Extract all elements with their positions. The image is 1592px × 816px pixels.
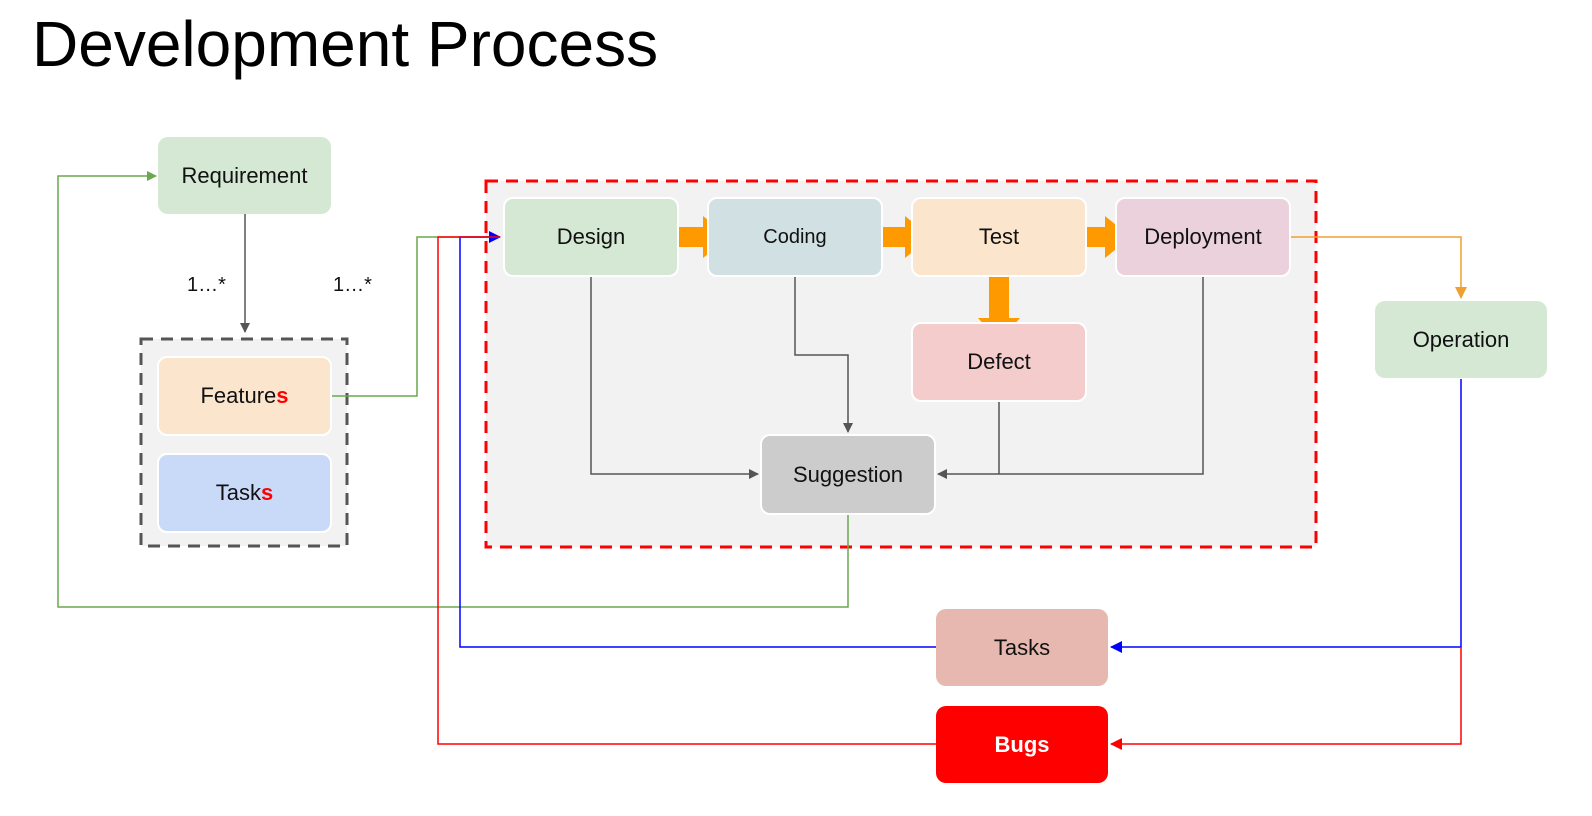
tasks-group-node: Tasks bbox=[157, 453, 332, 533]
design-node: Design bbox=[503, 197, 679, 277]
test-node: Test bbox=[911, 197, 1087, 277]
suggestion-node: Suggestion bbox=[760, 434, 936, 515]
tasks-node: Tasks bbox=[936, 609, 1108, 686]
coding-label: Coding bbox=[763, 225, 827, 248]
features-plural-accent: s bbox=[276, 383, 289, 408]
tasks-plural-accent: s bbox=[261, 480, 274, 505]
deployment-label: Deployment bbox=[1144, 224, 1262, 249]
bugs-node: Bugs bbox=[936, 706, 1108, 783]
coding-to-suggestion-line bbox=[794, 275, 853, 433]
page-title: Development Process bbox=[32, 8, 659, 80]
deployment-to-suggestion-line bbox=[937, 275, 1204, 479]
suggestion-to-requirement-line bbox=[57, 171, 849, 608]
operation-to-bugs-line bbox=[1110, 647, 1462, 750]
features-to-design-line bbox=[331, 236, 500, 397]
test-label: Test bbox=[978, 224, 1020, 249]
bugs-label: Bugs bbox=[994, 731, 1050, 757]
defect-label: Defect bbox=[967, 349, 1031, 374]
requirement-label: Requirement bbox=[181, 162, 308, 188]
design-to-suggestion-line bbox=[590, 275, 759, 479]
bugs-to-design-line bbox=[437, 236, 936, 745]
deployment-node: Deployment bbox=[1115, 197, 1291, 277]
operation-label: Operation bbox=[1412, 326, 1510, 352]
multiplicity-right: 1…* bbox=[333, 274, 372, 296]
multiplicity-left: 1…* bbox=[187, 274, 226, 296]
suggestion-label: Suggestion bbox=[792, 461, 904, 487]
test-to-deployment-arrow bbox=[1065, 216, 1131, 258]
design-label: Design bbox=[556, 224, 626, 249]
features-label: Features bbox=[200, 383, 289, 408]
features-node: Features bbox=[157, 356, 332, 436]
tasks-group-label: Tasks bbox=[215, 480, 274, 505]
defect-node: Defect bbox=[911, 322, 1087, 402]
coding-node: Coding bbox=[707, 197, 883, 277]
deployment-to-operation-line bbox=[1290, 236, 1467, 299]
operation-node: Operation bbox=[1375, 301, 1547, 378]
requirement-node: Requirement bbox=[158, 137, 331, 214]
tasks-label: Tasks bbox=[993, 634, 1051, 660]
